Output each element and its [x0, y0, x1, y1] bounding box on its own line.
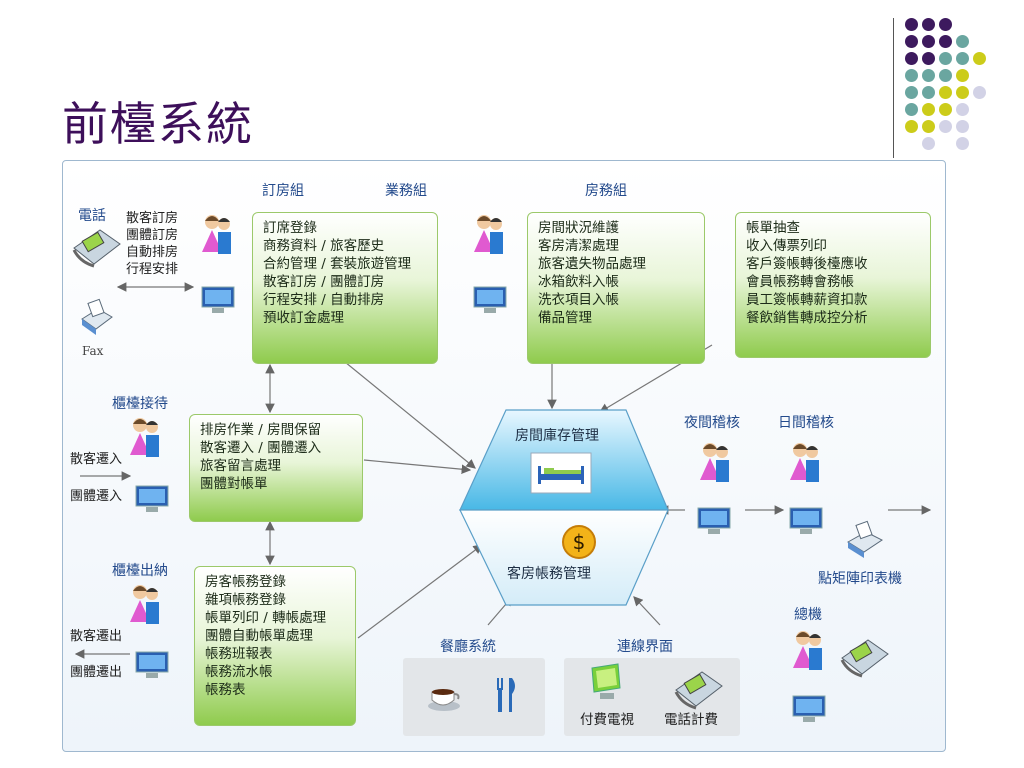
fax-printer-icon — [81, 298, 113, 335]
reception-in-group: 團體遷入 — [70, 489, 123, 504]
cashier-item: 帳務班報表 — [205, 646, 273, 662]
housekeeping-function-box: 房間狀況維護 客房清潔處理 旅客遺失物品處理 冰箱飲料入帳 洗衣項目入帳 備品管… — [527, 212, 705, 364]
housekeeping-item: 備品管理 — [538, 310, 592, 326]
housekeeping-item: 洗衣項目入帳 — [538, 292, 619, 308]
restaurant-system-box — [403, 658, 545, 736]
computer-monitor-icon — [792, 695, 826, 722]
housekeeping-item: 客房清潔處理 — [538, 238, 619, 254]
header-booking: 訂房組 — [262, 183, 304, 199]
computer-monitor-icon — [135, 485, 169, 512]
coffee-cup-icon — [428, 689, 460, 711]
computer-monitor-icon — [789, 507, 823, 534]
cashier-function-box: 房客帳務登錄 雜項帳務登錄 帳單列印 / 轉帳處理 團體自動帳單處理 帳務班報表… — [194, 566, 356, 726]
pay-tv-label: 付費電視 — [580, 712, 634, 728]
staff-person-icon — [793, 631, 822, 670]
dollar-coin-icon: $ — [562, 525, 596, 559]
header-housekeeping: 房務組 — [585, 183, 627, 199]
cashier-label: 櫃檯出納 — [112, 563, 168, 579]
booking-item: 商務資料 / 旅客歷史 — [263, 238, 385, 254]
bed-icon — [530, 452, 592, 494]
cashier-item: 帳務流水帳 — [205, 664, 273, 680]
booking-function-box: 訂席登錄 商務資料 / 旅客歷史 合約管理 / 套裝旅遊管理 散客訂房 / 團體… — [252, 212, 438, 364]
reception-item: 團體對帳單 — [200, 476, 268, 492]
phone-item: 行程安排 — [126, 262, 179, 277]
computer-monitor-icon — [201, 286, 235, 313]
reception-label: 櫃檯接待 — [112, 396, 168, 412]
fax-label: Fax — [82, 344, 104, 358]
phone-billing-label: 電話計費 — [664, 712, 718, 728]
phone-item: 自動排房 — [126, 245, 179, 260]
account-item: 客戶簽帳轉後檯應收 — [746, 256, 868, 272]
staff-person-icon — [474, 215, 503, 254]
fork-knife-icon — [497, 678, 515, 712]
telephone-icon — [72, 229, 121, 268]
header-business: 業務組 — [385, 183, 427, 199]
reception-item: 旅客留言處理 — [200, 458, 281, 474]
account-item: 收入傳票列印 — [746, 238, 827, 254]
account-item: 餐飲銷售轉成控分析 — [746, 310, 868, 326]
cashier-out-walkin: 散客遷出 — [70, 629, 123, 644]
reception-in-walkin: 散客遷入 — [70, 452, 123, 467]
account-item: 會員帳務轉會務帳 — [746, 274, 854, 290]
phone-item: 散客訂房 — [126, 211, 179, 226]
svg-text:$: $ — [573, 530, 586, 554]
reception-item: 排房作業 / 房間保留 — [200, 422, 322, 438]
computer-monitor-icon — [135, 651, 169, 678]
reception-item: 散客遷入 / 團體遷入 — [200, 440, 322, 456]
room-inventory-label: 房間庫存管理 — [515, 428, 599, 444]
title-divider — [893, 18, 894, 158]
housekeeping-item: 房間狀況維護 — [538, 220, 619, 236]
staff-person-icon — [700, 443, 729, 482]
printer-icon — [847, 520, 883, 558]
operator-label: 總機 — [794, 607, 822, 623]
cashier-item: 房客帳務登錄 — [205, 574, 286, 590]
day-audit-label: 日間稽核 — [778, 415, 834, 431]
cashier-item: 帳單列印 / 轉帳處理 — [205, 610, 327, 626]
cashier-item: 團體自動帳單處理 — [205, 628, 313, 644]
staff-person-icon — [790, 443, 819, 482]
booking-item: 行程安排 / 自動排房 — [263, 292, 385, 308]
computer-monitor-icon — [697, 507, 731, 534]
phone-items: 散客訂房 團體訂房 自動排房 行程安排 — [126, 210, 178, 278]
staff-person-icon — [130, 585, 159, 624]
housekeeping-item: 冰箱飲料入帳 — [538, 274, 619, 290]
telephone-icon — [840, 639, 889, 678]
account-item: 帳單抽查 — [746, 220, 800, 236]
night-audit-label: 夜間稽核 — [684, 415, 740, 431]
account-item: 員工簽帳轉薪資扣款 — [746, 292, 868, 308]
dot-grid-decoration — [905, 18, 1005, 168]
cashier-out-group: 團體遷出 — [70, 665, 123, 680]
restaurant-system-label: 餐廳系統 — [440, 639, 496, 655]
tv-monitor-icon — [591, 663, 621, 699]
booking-item: 預收訂金處理 — [263, 310, 344, 326]
telephone-icon — [674, 671, 723, 710]
staff-person-icon — [202, 215, 231, 254]
dot-matrix-printer-label: 點矩陣印表機 — [818, 571, 902, 587]
reception-function-box: 排房作業 / 房間保留 散客遷入 / 團體遷入 旅客留言處理 團體對帳單 — [189, 414, 363, 522]
cashier-item: 帳務表 — [205, 682, 246, 698]
cashier-item: 雜項帳務登錄 — [205, 592, 286, 608]
staff-person-icon — [130, 418, 159, 457]
booking-item: 散客訂房 / 團體訂房 — [263, 274, 385, 290]
booking-item: 訂席登錄 — [263, 220, 317, 236]
booking-item: 合約管理 / 套裝旅遊管理 — [263, 256, 412, 272]
account-function-box: 帳單抽查 收入傳票列印 客戶簽帳轉後檯應收 會員帳務轉會務帳 員工簽帳轉薪資扣款… — [735, 212, 931, 358]
housekeeping-item: 旅客遺失物品處理 — [538, 256, 646, 272]
phone-item: 團體訂房 — [126, 228, 179, 243]
interface-label: 連線界面 — [617, 639, 673, 655]
page-title: 前檯系統 — [62, 97, 254, 151]
computer-monitor-icon — [473, 286, 507, 313]
phone-label: 電話 — [78, 208, 106, 224]
room-account-label: 客房帳務管理 — [507, 566, 591, 582]
